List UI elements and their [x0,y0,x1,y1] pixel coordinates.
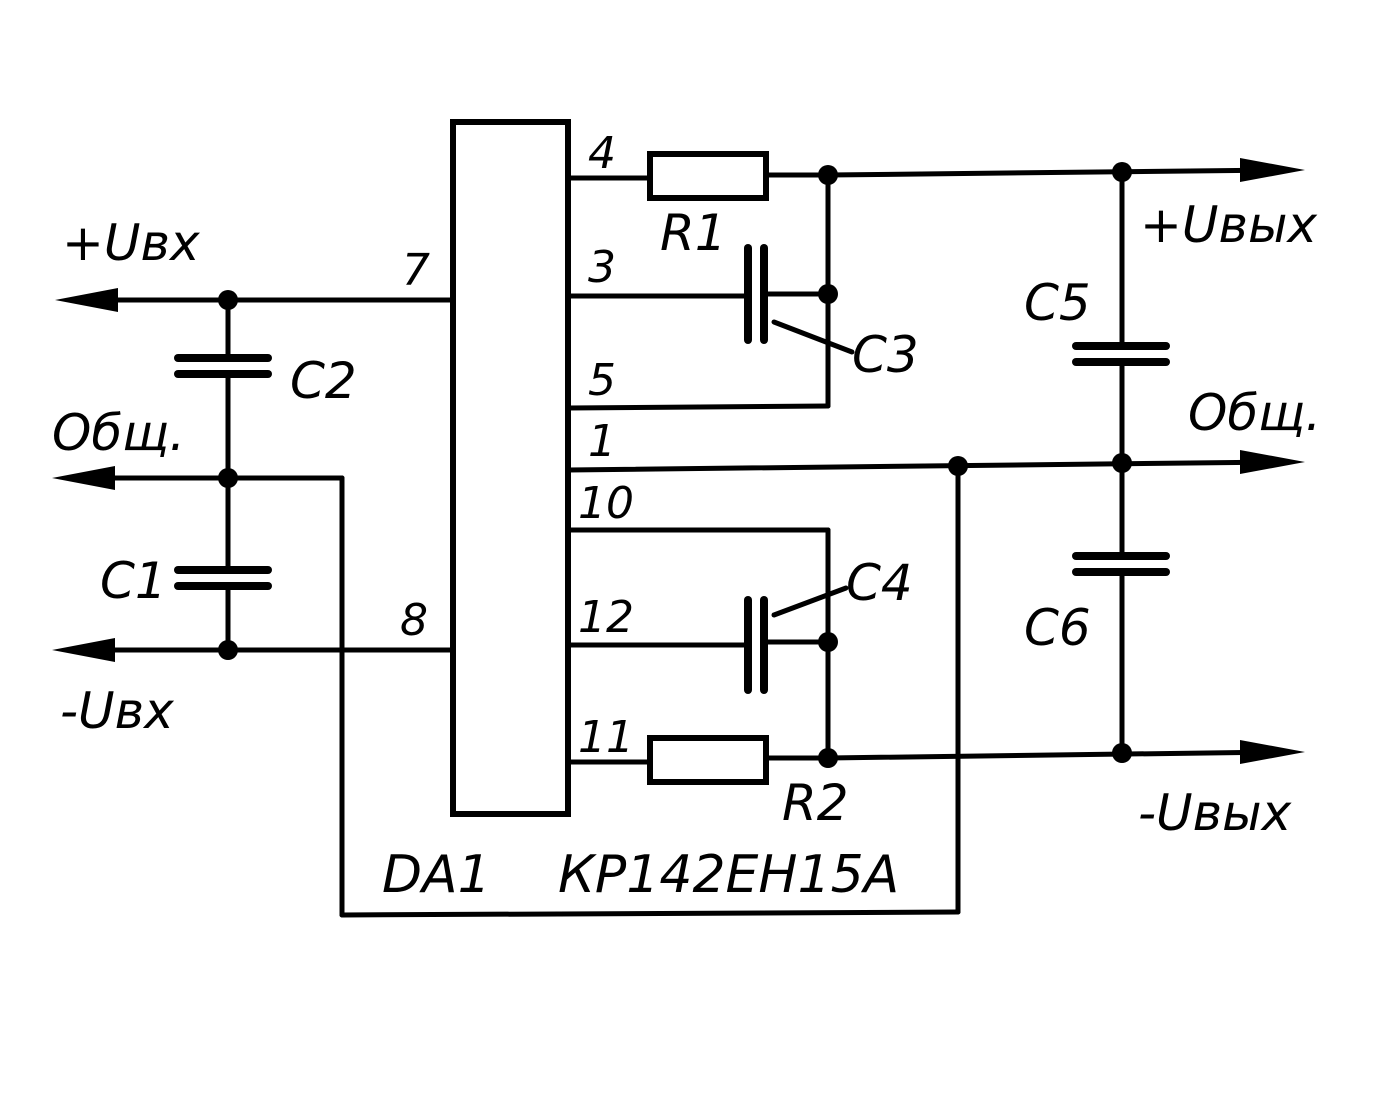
arrow-vout-pos [1240,158,1305,182]
terminal-vout-neg-label: -Uвых [1138,784,1292,842]
junction-c5-c6 [1112,453,1132,473]
pin-11-label: 11 [578,712,634,763]
wire-pin1 [565,459,1283,473]
r2-body [647,735,769,785]
wire-vout-neg [825,749,1283,761]
junction-common-return [948,456,968,476]
arrow-vin-pos [55,288,118,312]
c3-leader [771,319,855,355]
c1-label: C1 [100,552,167,610]
junction-vin-neg [218,640,238,660]
junction-c6-bottom [1112,743,1132,763]
pin-8-label: 8 [400,595,428,646]
terminal-vin-neg-label: -Uвх [60,682,174,740]
terminal-vout-pos-label: +Uвых [1140,196,1317,254]
c4-leader [771,585,849,618]
r2-label: R2 [782,774,849,832]
pin-3-label: 3 [588,242,616,293]
r1-body [647,151,769,201]
junction-vin-common [218,468,238,488]
ic-part-number: КР142ЕН15А [558,845,899,905]
c2-label: C2 [290,352,357,410]
junction-r2 [818,748,838,768]
c5-label: C5 [1024,274,1091,332]
pin-1-label: 1 [588,416,616,467]
c3-label: C3 [852,326,919,384]
pin-7-label: 7 [402,245,430,296]
wire-common-bottom [339,909,961,918]
junction-r1 [818,165,838,185]
terminal-vout-common-label: Общ. [1188,384,1321,442]
wire-pin5 [565,403,831,411]
arrow-vin-neg [52,638,115,662]
junction-c3 [818,284,838,304]
ic-da1-body [450,119,571,817]
pin-4-label: 4 [588,128,616,179]
junction-vin-pos [218,290,238,310]
ic-designator: DA1 [382,845,491,905]
pin-12-label: 12 [578,592,634,643]
terminal-vin-common-label: Общ. [52,404,185,462]
arrow-vin-common [52,466,115,490]
arrow-vout-neg [1240,740,1305,764]
wire-vout-pos [825,167,1283,178]
pin-10-label: 10 [578,478,634,529]
terminal-vin-pos-label: +Uвх [62,214,200,272]
c4-label: C4 [846,554,913,612]
pin-5-label: 5 [588,355,616,406]
junction-c4 [818,632,838,652]
c6-label: C6 [1024,599,1091,657]
r1-label: R1 [660,204,727,262]
arrow-vout-common [1240,450,1305,474]
junction-c5-top [1112,162,1132,182]
